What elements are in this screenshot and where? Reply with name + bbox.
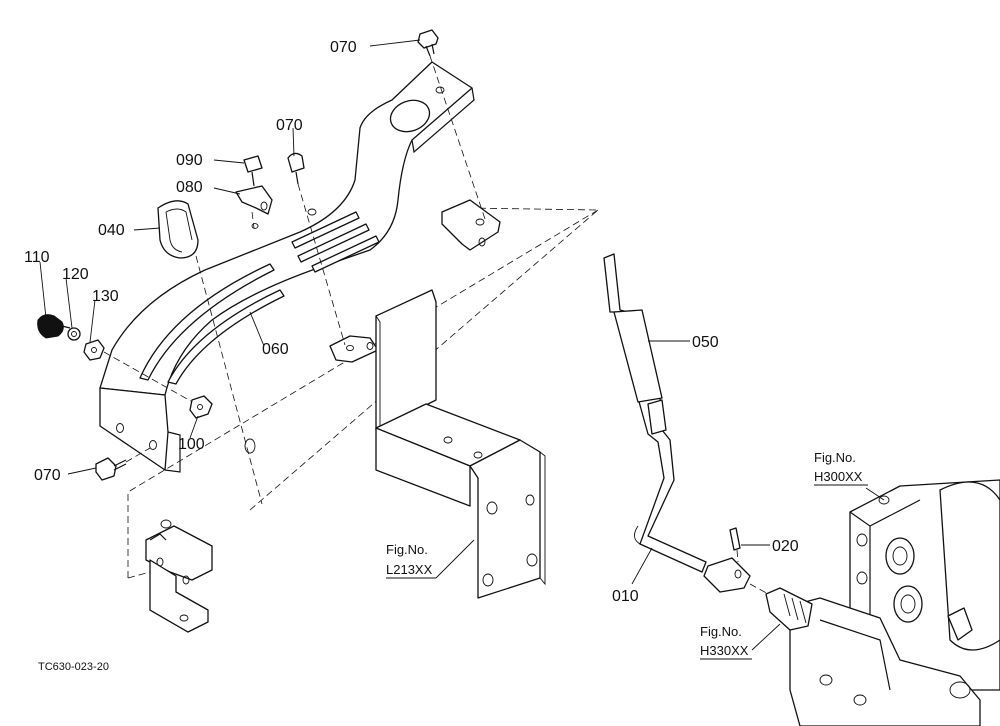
background-panel-outline xyxy=(127,207,599,579)
callout-130: 130 xyxy=(92,288,119,305)
callout-010: 010 xyxy=(612,588,639,605)
pin-020 xyxy=(729,527,741,563)
callout-050: 050 xyxy=(692,334,719,351)
lever-grip-050 xyxy=(613,309,667,435)
grip-knob-040 xyxy=(157,200,199,259)
callout-040: 040 xyxy=(98,222,125,239)
leader-lines xyxy=(39,39,885,651)
rear-bracket-right xyxy=(441,199,501,251)
ref-l213-code: L213XX xyxy=(386,562,433,577)
wing-knob-110 xyxy=(37,314,71,339)
bolt-070-bottom xyxy=(95,447,151,481)
ref-h300-code: H300XX xyxy=(814,469,863,484)
callout-120: 120 xyxy=(62,266,89,283)
ref-h330-caption: Fig.No. xyxy=(700,624,742,639)
callout-060: 060 xyxy=(262,341,289,358)
callout-110: 110 xyxy=(24,249,50,266)
lever-coupler xyxy=(703,557,773,597)
callout-020: 020 xyxy=(772,538,799,555)
support-post-bracket xyxy=(375,289,546,599)
bolt-070-middle xyxy=(287,152,346,346)
washer-120 xyxy=(67,327,81,341)
callout-100: 100 xyxy=(178,436,205,453)
callout-080: 080 xyxy=(176,179,203,196)
lever-guide-plate xyxy=(99,61,475,473)
clip-080 xyxy=(235,185,273,229)
front-bracket-small xyxy=(329,335,379,363)
callout-090: 090 xyxy=(176,152,203,169)
shift-shaft-end xyxy=(765,587,813,631)
lower-left-bracket xyxy=(145,519,213,633)
nut-100 xyxy=(189,395,213,419)
callout-070-top: 070 xyxy=(330,39,357,56)
bolt-070-top xyxy=(417,29,487,223)
callout-070-bottom: 070 xyxy=(34,467,61,484)
bolt-090 xyxy=(243,155,263,187)
nut-130 xyxy=(83,339,197,405)
drawing-code: TC630-023-20 xyxy=(38,661,109,673)
ref-h300-caption: Fig.No. xyxy=(814,450,856,465)
guide-line-040 xyxy=(195,255,263,505)
ref-l213-caption: Fig.No. xyxy=(386,542,428,557)
valve-housing xyxy=(789,479,1000,726)
callout-070-middle: 070 xyxy=(276,117,303,134)
ref-h330-code: H330XX xyxy=(700,643,749,658)
